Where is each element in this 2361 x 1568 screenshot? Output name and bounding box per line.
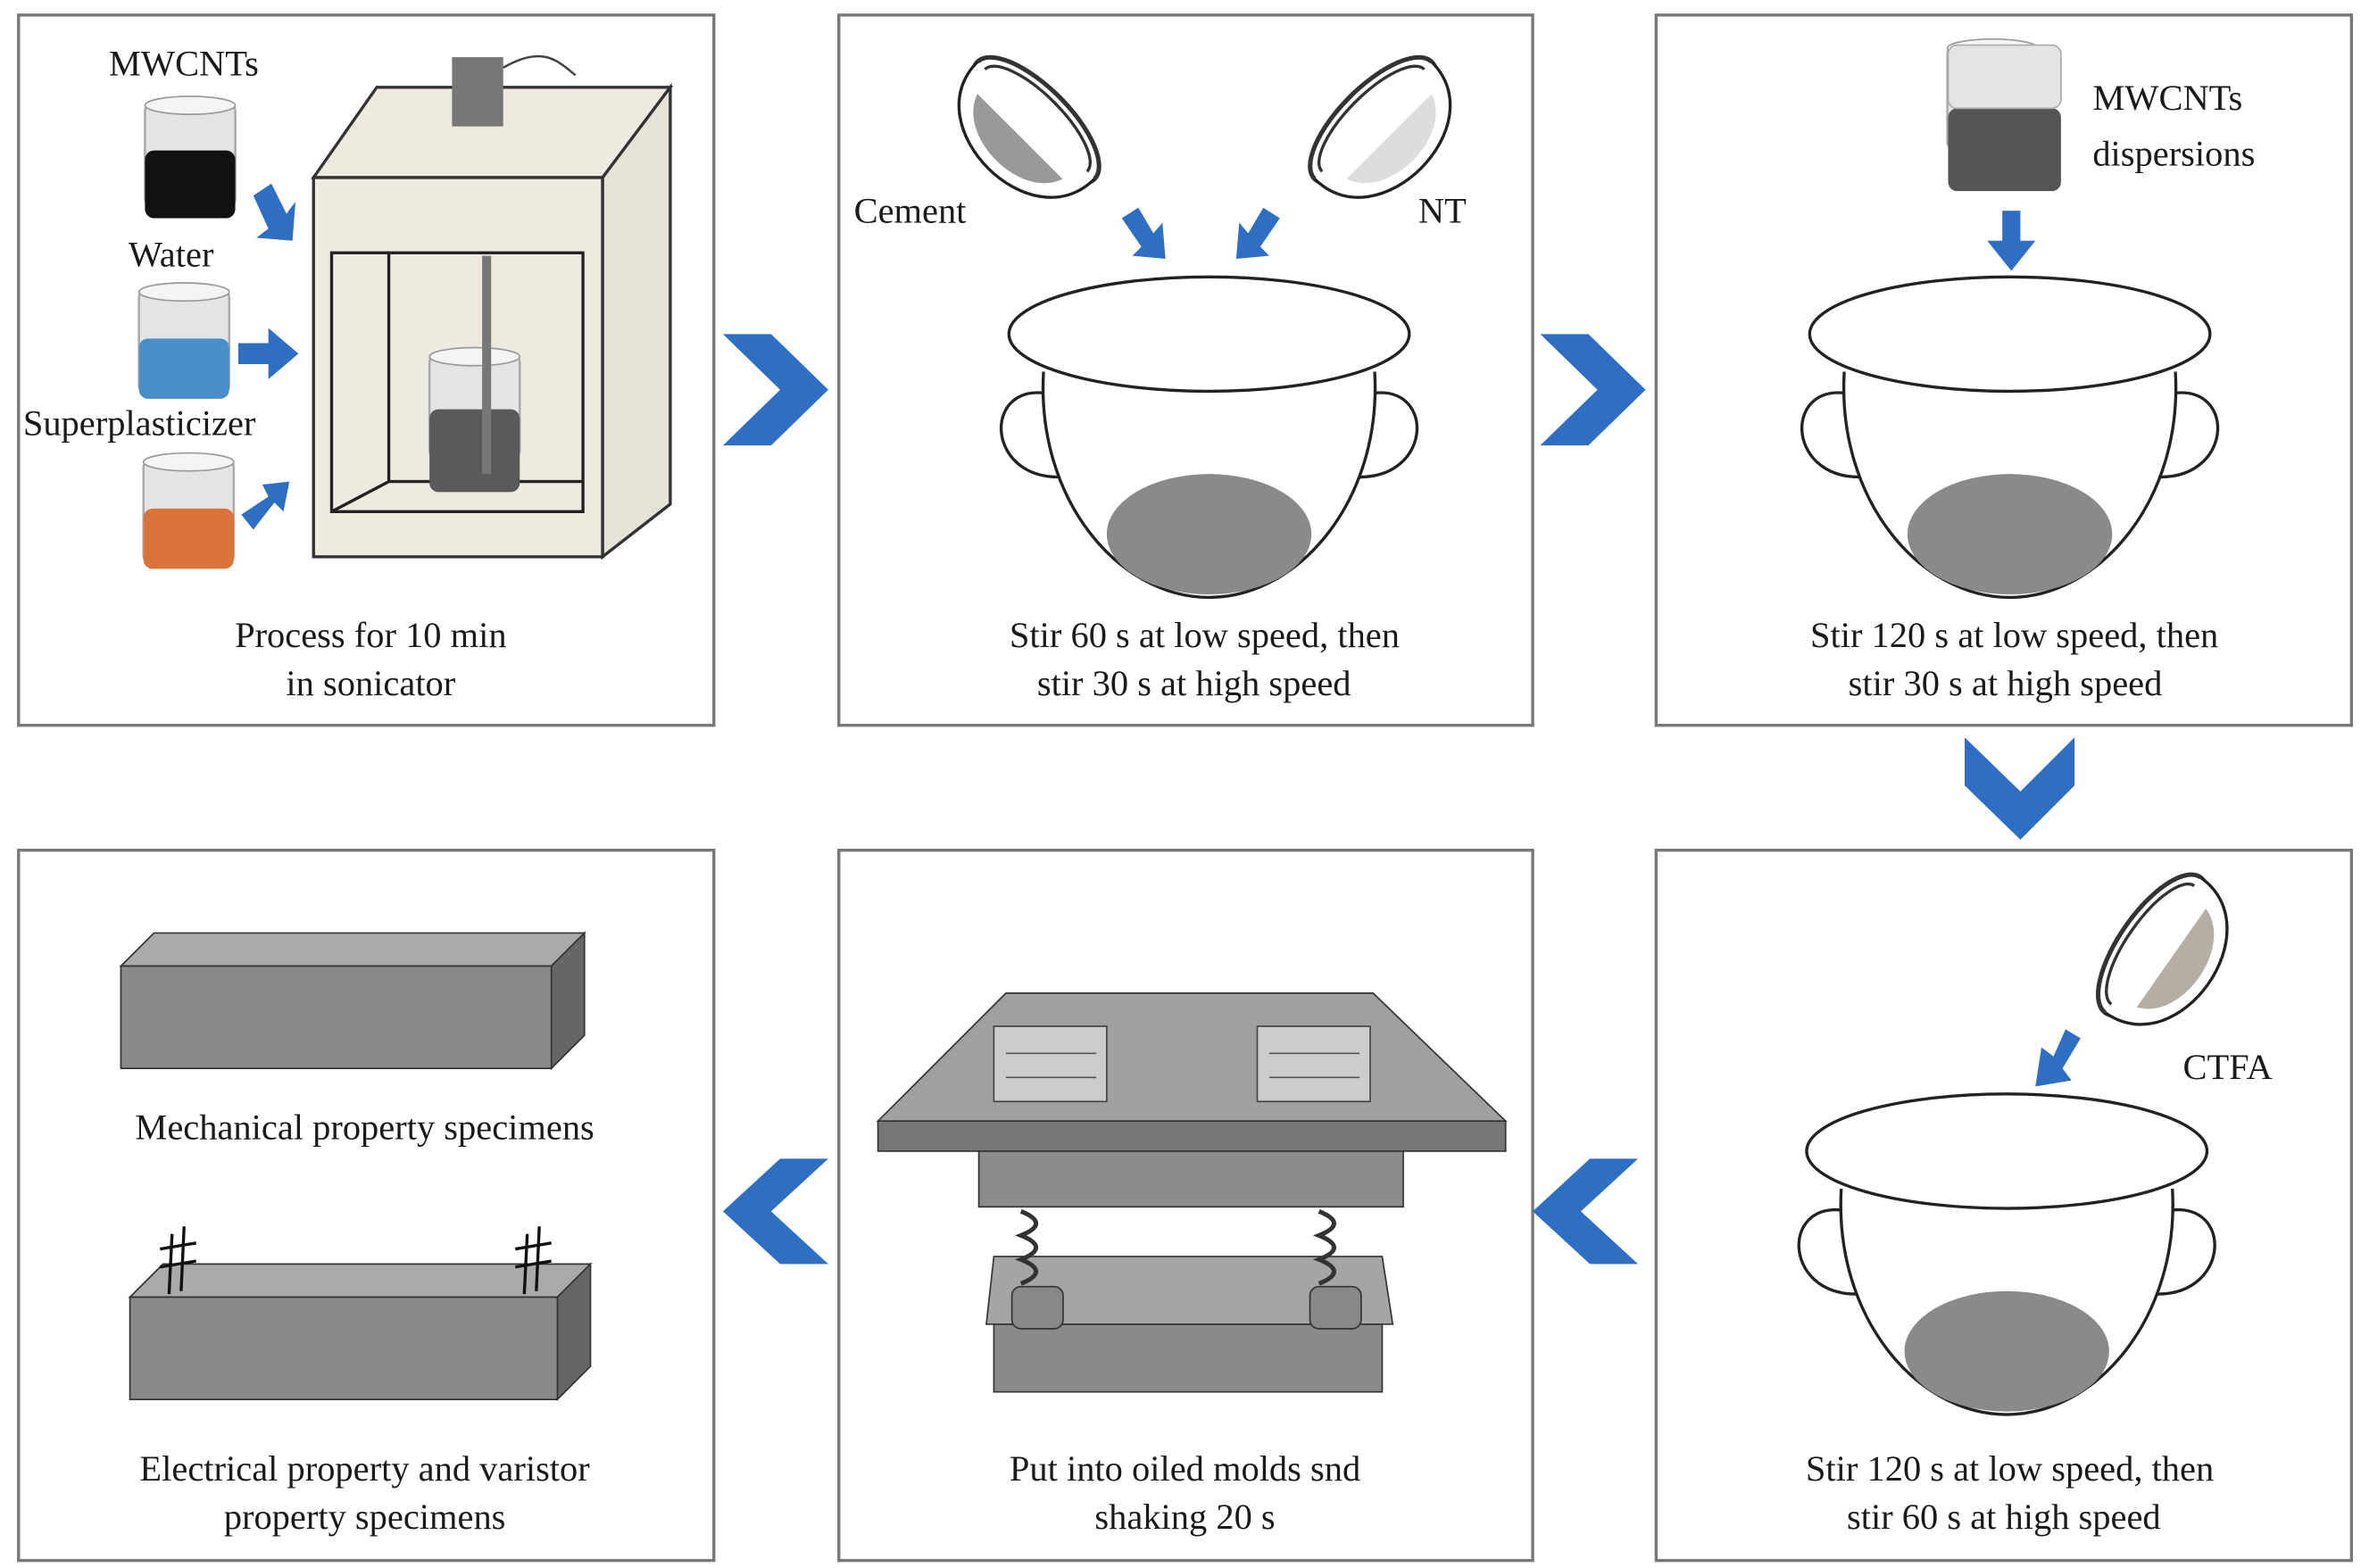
step-3-caption: stir 30 s at high speed	[1849, 663, 2163, 703]
mechanical-specimen	[119, 931, 586, 1071]
step-3-caption: Stir 120 s at low speed, then	[1810, 615, 2218, 655]
step-2-caption: Stir 60 s at low speed, then	[1010, 615, 1400, 655]
electrical-specimen	[128, 1226, 593, 1402]
step-2-caption: stir 30 s at high speed	[1037, 663, 1351, 703]
label-nt: NT	[1418, 191, 1467, 231]
label-superplasticizer: Superplasticizer	[23, 402, 256, 443]
beaker-water	[137, 281, 231, 399]
label-cement: Cement	[854, 191, 967, 231]
label-dispersions: dispersions	[2092, 133, 2255, 173]
step-1-caption: in sonicator	[286, 663, 455, 703]
label-mwcnts: MWCNTs	[2092, 78, 2242, 118]
step-4-caption: Stir 120 s at low speed, then	[1806, 1448, 2214, 1489]
chevron-down-icon	[1965, 737, 2075, 840]
beaker-mwcnts-dispersion	[1946, 37, 2062, 192]
step-6-caption: property specimens	[224, 1497, 506, 1537]
arrow-icon	[1121, 207, 1166, 260]
step-5-caption: Put into oiled molds snd	[1010, 1448, 1360, 1489]
chevron-left-icon	[1533, 1158, 1639, 1265]
vibration-table-illustration	[876, 992, 1508, 1393]
arrow-icon	[253, 183, 296, 241]
nt-bowl-icon	[1292, 38, 1480, 227]
chevron-right-icon	[722, 334, 828, 446]
ctfa-bowl-icon	[2078, 859, 2256, 1052]
label-ctfa: CTFA	[2182, 1047, 2272, 1087]
arrow-icon	[2035, 1029, 2081, 1087]
step-6-caption: Electrical property and varistor	[139, 1448, 590, 1489]
chevron-left-icon	[722, 1158, 828, 1265]
step-1-caption: Process for 10 min	[235, 615, 506, 655]
sonicator-illustration	[311, 54, 674, 560]
cement-bowl-icon	[929, 38, 1118, 227]
arrow-icon	[1987, 211, 2036, 271]
step-4-caption: stir 60 s at high speed	[1847, 1497, 2161, 1537]
electrode-mesh-icon	[159, 1226, 552, 1295]
chevron-right-icon	[1540, 334, 1646, 446]
arrow-icon	[241, 481, 290, 530]
arrow-icon	[1235, 207, 1280, 260]
label-water: Water	[129, 234, 214, 274]
label-mechanical-specimens: Mechanical property specimens	[135, 1107, 594, 1147]
beaker-superplasticizer	[142, 452, 236, 569]
label-mwcnts: MWCNTs	[109, 43, 259, 83]
step-5-caption: shaking 20 s	[1094, 1497, 1275, 1537]
beaker-mwcnts	[144, 95, 237, 219]
